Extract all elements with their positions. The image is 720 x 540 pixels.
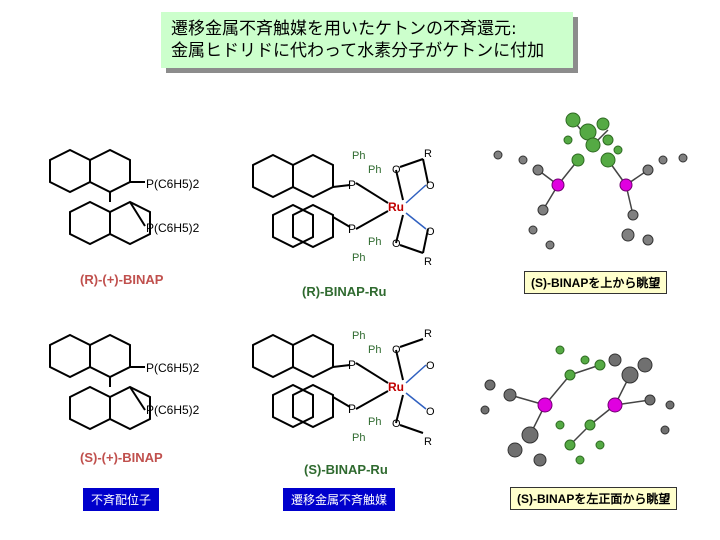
s-ru-ph-1: Ph	[352, 330, 365, 342]
s-ru-metal: Ru	[388, 380, 404, 394]
s-ru-r-2: R	[424, 436, 432, 448]
s-ru-ph-4: Ph	[352, 432, 365, 444]
r-ru-ph-2: Ph	[368, 164, 381, 176]
r-ru-r-2: R	[424, 256, 432, 268]
s-ru-p-upper: P	[348, 358, 356, 372]
r-ru-o-1: O	[392, 164, 401, 176]
top-view-callout: (S)-BINAPを上から眺望	[524, 271, 668, 294]
r-ru-o-4: O	[426, 226, 435, 238]
s-binap-ru-structure: P P Ph Ph Ph Ph Ru O O O O R R	[252, 328, 435, 448]
r-ru-p-upper: P	[348, 178, 356, 192]
s-ru-o-2: O	[392, 418, 401, 430]
r-ru-o-3: O	[426, 180, 435, 192]
r-ru-ph-3: Ph	[368, 236, 381, 248]
s-ru-o-4: O	[426, 406, 435, 418]
catalyst-tag: 遷移金属不斉触媒	[283, 488, 396, 511]
s-binap-p-lower: P(C6H5)2	[146, 403, 200, 417]
r-ru-metal: Ru	[388, 200, 404, 214]
s-binap-structure: P(C6H5)2 P(C6H5)2	[49, 333, 200, 431]
s-ru-o-3: O	[426, 360, 435, 372]
ligand-tag: 不斉配位子	[83, 488, 160, 511]
s-ru-r-1: R	[424, 328, 432, 340]
s-binap-ru-caption: (S)-BINAP-Ru	[304, 462, 388, 477]
r-binap-p-lower: P(C6H5)2	[146, 221, 200, 235]
r-binap-ru-caption: (R)-BINAP-Ru	[302, 284, 387, 299]
s-binap-top-view-model	[493, 112, 688, 250]
r-binap-structure: P(C6H5)2 P(C6H5)2	[49, 148, 200, 246]
title-line-1: 遷移金属不斉触媒を用いたケトンの不斉還元:	[171, 19, 517, 39]
r-ru-p-lower: P	[348, 222, 356, 236]
r-binap-caption: (R)-(+)-BINAP	[80, 272, 164, 287]
s-binap-p-upper: P(C6H5)2	[146, 361, 200, 375]
r-binap-p-upper: P(C6H5)2	[146, 177, 200, 191]
s-binap-caption: (S)-(+)-BINAP	[80, 450, 163, 465]
slide-title: 遷移金属不斉触媒を用いたケトンの不斉還元: 金属ヒドリドに代わって水素分子がケト…	[161, 12, 573, 68]
s-ru-o-1: O	[392, 344, 401, 356]
front-view-callout: (S)-BINAPを左正面から眺望	[510, 487, 678, 510]
r-ru-ph-1: Ph	[352, 150, 365, 162]
title-line-2: 金属ヒドリドに代わって水素分子がケトンに付加	[171, 41, 545, 61]
r-ru-ph-4: Ph	[352, 252, 365, 264]
s-ru-ph-2: Ph	[368, 344, 381, 356]
r-ru-o-2: O	[392, 238, 401, 250]
r-ru-r-1: R	[424, 148, 432, 160]
s-ru-ph-3: Ph	[368, 416, 381, 428]
s-ru-p-lower: P	[348, 402, 356, 416]
r-binap-ru-structure: P P Ph Ph Ph Ph Ru O O O O R R	[252, 148, 435, 268]
s-binap-front-view-model	[480, 345, 675, 467]
